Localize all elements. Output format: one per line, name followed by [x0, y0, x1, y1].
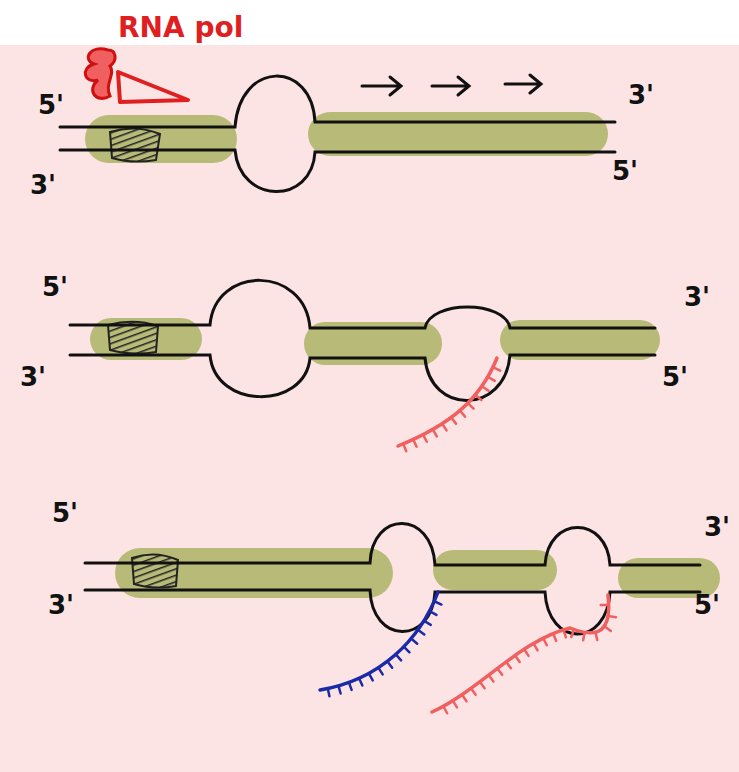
- base-tick: [403, 444, 406, 451]
- base-tick: [488, 377, 495, 381]
- base-tick: [349, 682, 352, 690]
- strand-end-label: 5': [612, 158, 638, 184]
- base-tick: [423, 435, 427, 442]
- dna-strand: [60, 76, 700, 634]
- base-tick: [338, 686, 340, 694]
- base-tick: [471, 688, 476, 694]
- base-tick: [534, 643, 538, 650]
- base-tick: [480, 682, 485, 688]
- base-tick: [378, 668, 382, 675]
- strand-end-label: 5': [694, 592, 720, 618]
- strand-end-label: 3': [628, 82, 654, 108]
- base-tick: [418, 630, 424, 635]
- base-tick: [460, 411, 465, 417]
- rna-primer: [398, 358, 497, 446]
- strand-end-label: 3': [20, 364, 46, 390]
- strand-end-label: 3': [704, 514, 730, 540]
- base-tick: [359, 678, 362, 685]
- base-tick: [601, 604, 609, 607]
- base-tick: [482, 386, 489, 391]
- strand-end-label: 5': [52, 500, 78, 526]
- base-ticks: [328, 367, 616, 713]
- base-tick: [489, 675, 494, 681]
- base-tick: [604, 626, 610, 631]
- base-tick: [475, 395, 481, 400]
- base-tick: [433, 429, 437, 436]
- base-tick: [396, 654, 401, 660]
- base-tick: [506, 662, 511, 668]
- strand-end-label: 5': [662, 364, 688, 390]
- rna-polymerase: [85, 49, 188, 102]
- strand-end-label: 5': [42, 274, 68, 300]
- base-tick: [563, 630, 565, 638]
- base-tick: [429, 611, 436, 615]
- base-tick: [608, 616, 616, 617]
- base-tick: [451, 417, 456, 423]
- base-tick: [328, 689, 330, 697]
- base-tick: [524, 649, 528, 656]
- direction-arrow: [362, 75, 541, 95]
- base-tick: [434, 601, 441, 604]
- base-tick: [571, 629, 574, 637]
- strand-end-label: 5': [38, 92, 64, 118]
- base-tick: [387, 661, 392, 667]
- base-tick: [583, 632, 584, 640]
- base-tick: [442, 424, 446, 431]
- base-tick: [515, 655, 520, 662]
- hatched-histone: [108, 128, 178, 587]
- base-tick: [543, 638, 547, 645]
- base-tick: [493, 367, 500, 370]
- base-tick: [443, 706, 447, 713]
- base-tick: [462, 695, 466, 702]
- base-tick: [411, 639, 417, 644]
- strand-end-label: 3': [684, 284, 710, 310]
- base-tick: [553, 634, 556, 641]
- base-tick: [369, 673, 373, 680]
- strand-end-label: 3': [48, 592, 74, 618]
- base-tick: [595, 632, 597, 640]
- rna-primer: [432, 595, 609, 712]
- strand-end-label: 3': [30, 172, 56, 198]
- new-strand: [320, 592, 438, 690]
- base-tick: [468, 403, 474, 409]
- base-tick: [497, 668, 502, 674]
- base-tick: [453, 701, 457, 708]
- base-tick: [404, 647, 410, 653]
- base-tick: [424, 621, 431, 625]
- base-tick: [413, 439, 416, 446]
- enzyme-label: RNA pol: [118, 14, 243, 42]
